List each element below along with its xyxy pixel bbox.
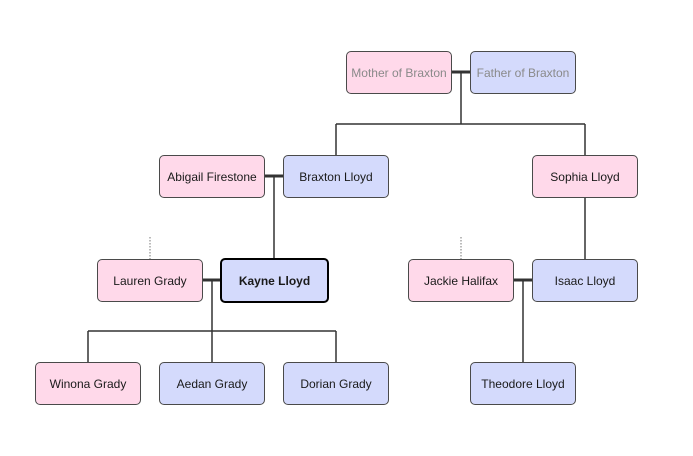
person-mother-of-braxton[interactable]: Mother of Braxton bbox=[346, 51, 452, 94]
person-name: Winona Grady bbox=[49, 376, 127, 391]
person-kayne-lloyd-focused[interactable]: Kayne Lloyd bbox=[220, 258, 329, 303]
person-name: Jackie Halifax bbox=[423, 273, 499, 288]
person-lauren-grady[interactable]: Lauren Grady bbox=[97, 259, 203, 302]
person-isaac-lloyd[interactable]: Isaac Lloyd bbox=[532, 259, 638, 302]
person-name: Braxton Lloyd bbox=[299, 169, 373, 184]
person-name: Theodore Lloyd bbox=[481, 376, 565, 391]
person-name: Sophia Lloyd bbox=[550, 169, 620, 184]
person-name: Kayne Lloyd bbox=[238, 273, 311, 288]
person-dorian-grady[interactable]: Dorian Grady bbox=[283, 362, 389, 405]
person-sophia-lloyd[interactable]: Sophia Lloyd bbox=[532, 155, 638, 198]
person-theodore-lloyd[interactable]: Theodore Lloyd bbox=[470, 362, 576, 405]
person-jackie-halifax[interactable]: Jackie Halifax bbox=[408, 259, 514, 302]
person-name: Isaac Lloyd bbox=[554, 273, 616, 288]
person-aedan-grady[interactable]: Aedan Grady bbox=[159, 362, 265, 405]
person-abigail-firestone[interactable]: Abigail Firestone bbox=[159, 155, 265, 198]
person-name: Dorian Grady bbox=[300, 376, 372, 391]
person-father-of-braxton[interactable]: Father of Braxton bbox=[470, 51, 576, 94]
person-name: Mother of Braxton bbox=[351, 65, 447, 80]
person-name: Aedan Grady bbox=[176, 376, 248, 391]
person-name: Father of Braxton bbox=[476, 65, 570, 80]
person-name: Lauren Grady bbox=[113, 273, 187, 288]
person-braxton-lloyd[interactable]: Braxton Lloyd bbox=[283, 155, 389, 198]
person-winona-grady[interactable]: Winona Grady bbox=[35, 362, 141, 405]
person-name: Abigail Firestone bbox=[167, 169, 257, 184]
